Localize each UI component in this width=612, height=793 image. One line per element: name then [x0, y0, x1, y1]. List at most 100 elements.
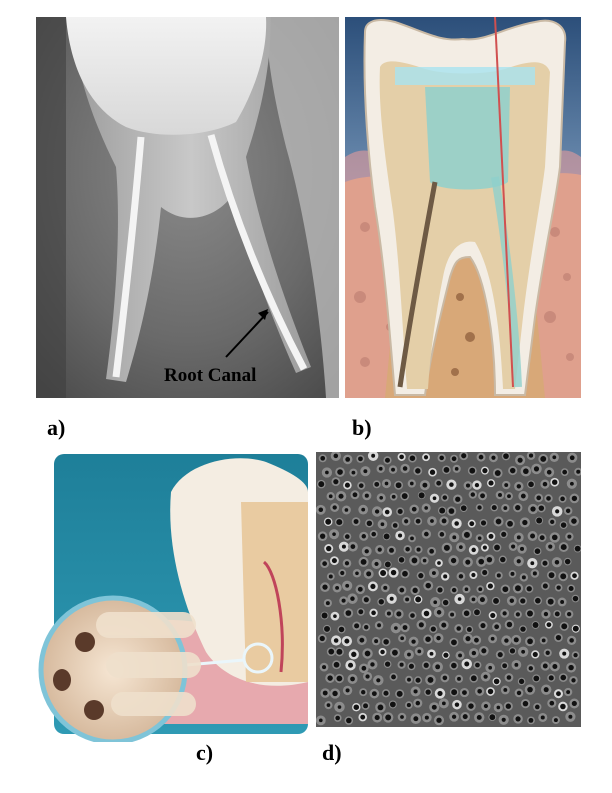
tubule-opening: [451, 662, 457, 669]
tubule-opening: [509, 467, 516, 474]
tubule-opening: [562, 651, 567, 656]
panel-a-xray: Root Canal: [36, 17, 339, 398]
tubule-opening: [374, 509, 380, 514]
panel-d-micrograph: [316, 452, 581, 727]
tubule-opening: [429, 469, 436, 475]
tubule-opening: [332, 532, 336, 536]
tubule-opening: [344, 638, 350, 644]
tubule-opening: [571, 495, 578, 502]
tubule-opening: [530, 533, 536, 539]
tubule-opening: [374, 561, 379, 567]
tubule-opening: [493, 598, 499, 604]
tubule-opening: [326, 703, 331, 708]
tubule-opening: [354, 623, 360, 629]
tubule-opening: [346, 717, 352, 724]
tubule-opening: [569, 638, 574, 643]
tubule-opening: [546, 622, 552, 628]
tubule-opening: [436, 717, 442, 723]
tubule-opening: [439, 507, 446, 514]
tubule-opening: [344, 508, 349, 512]
tubule-opening: [391, 494, 396, 499]
tubule-opening: [533, 466, 540, 472]
tubule-opening: [405, 546, 410, 552]
tubule-opening: [477, 505, 482, 510]
tubule-opening: [513, 637, 519, 643]
tubule-opening: [542, 583, 548, 589]
tubule-opening: [370, 662, 375, 667]
tubule-opening: [542, 481, 548, 487]
tubule-opening: [386, 611, 391, 616]
tubule-opening: [441, 701, 446, 706]
tubule-opening: [488, 665, 493, 670]
tubule-opening: [409, 481, 414, 486]
tubule-opening: [332, 505, 337, 510]
tubule-opening: [333, 453, 339, 459]
tubule-opening: [496, 573, 501, 578]
tubule-opening: [341, 544, 346, 549]
tubule-opening: [487, 583, 493, 589]
tubule-opening: [371, 691, 377, 697]
tubule-opening: [546, 469, 552, 475]
tubule-opening: [383, 690, 389, 696]
tubule-opening: [361, 534, 366, 539]
tubule-opening: [389, 547, 394, 553]
tubule-opening: [441, 622, 447, 628]
tubule-opening: [555, 634, 562, 641]
tubule-opening: [571, 678, 576, 683]
tubule-opening: [480, 493, 485, 499]
tubule-opening: [455, 496, 461, 502]
tubule-opening: [318, 481, 325, 488]
tubule-opening: [506, 675, 512, 680]
tubule-opening: [548, 544, 553, 549]
tubule-opening: [359, 637, 365, 643]
tubule-opening: [517, 457, 523, 463]
tubule-opening: [411, 639, 416, 644]
tubule-opening: [384, 481, 389, 486]
tubule-opening: [437, 561, 441, 565]
tubule-opening: [335, 715, 340, 721]
tubule-opening: [515, 585, 521, 592]
tubule-opening: [363, 703, 369, 709]
tubule-opening: [530, 561, 535, 566]
tubule-opening: [515, 505, 521, 511]
tubule-opening: [325, 518, 332, 525]
tubule-opening: [566, 612, 572, 617]
tubule-opening: [534, 548, 541, 554]
tubule-opening: [480, 520, 487, 526]
tubule-opening: [328, 648, 335, 655]
tubule-opening: [560, 573, 567, 580]
tubule-opening: [456, 626, 461, 631]
tubule-opening: [406, 703, 411, 708]
tubule-opening: [418, 573, 424, 579]
tubule-opening: [399, 587, 405, 593]
tubule-opening: [460, 505, 467, 512]
tubule-opening: [371, 453, 376, 458]
tubule-opening: [538, 505, 545, 511]
tubule-opening: [319, 533, 326, 539]
tubule-opening: [396, 611, 402, 617]
tubule-opening: [395, 482, 402, 489]
tubule-opening: [385, 457, 390, 463]
tubule-opening: [490, 612, 496, 618]
tubule-opening: [337, 469, 343, 475]
tubule-opening: [358, 483, 364, 488]
tubule-opening: [469, 521, 475, 527]
tubule-opening: [552, 455, 557, 460]
tubule-opening: [451, 714, 457, 719]
tubule-opening: [442, 599, 449, 606]
tubule-opening: [345, 688, 350, 693]
tubule-opening: [509, 598, 515, 603]
tubule-opening: [539, 535, 545, 541]
tubule-opening: [324, 625, 330, 632]
tubule-opening: [416, 547, 421, 552]
tubule-opening: [412, 587, 418, 594]
tubule-opening: [436, 610, 442, 615]
tubule-opening: [507, 520, 513, 527]
tubule-opening: [425, 582, 431, 589]
tubule-opening: [432, 496, 437, 501]
tubule-opening: [465, 559, 471, 565]
tubule-opening: [394, 626, 398, 630]
tubule-opening: [379, 496, 384, 500]
tubule-opening: [504, 638, 509, 643]
tubule-opening: [344, 561, 350, 566]
